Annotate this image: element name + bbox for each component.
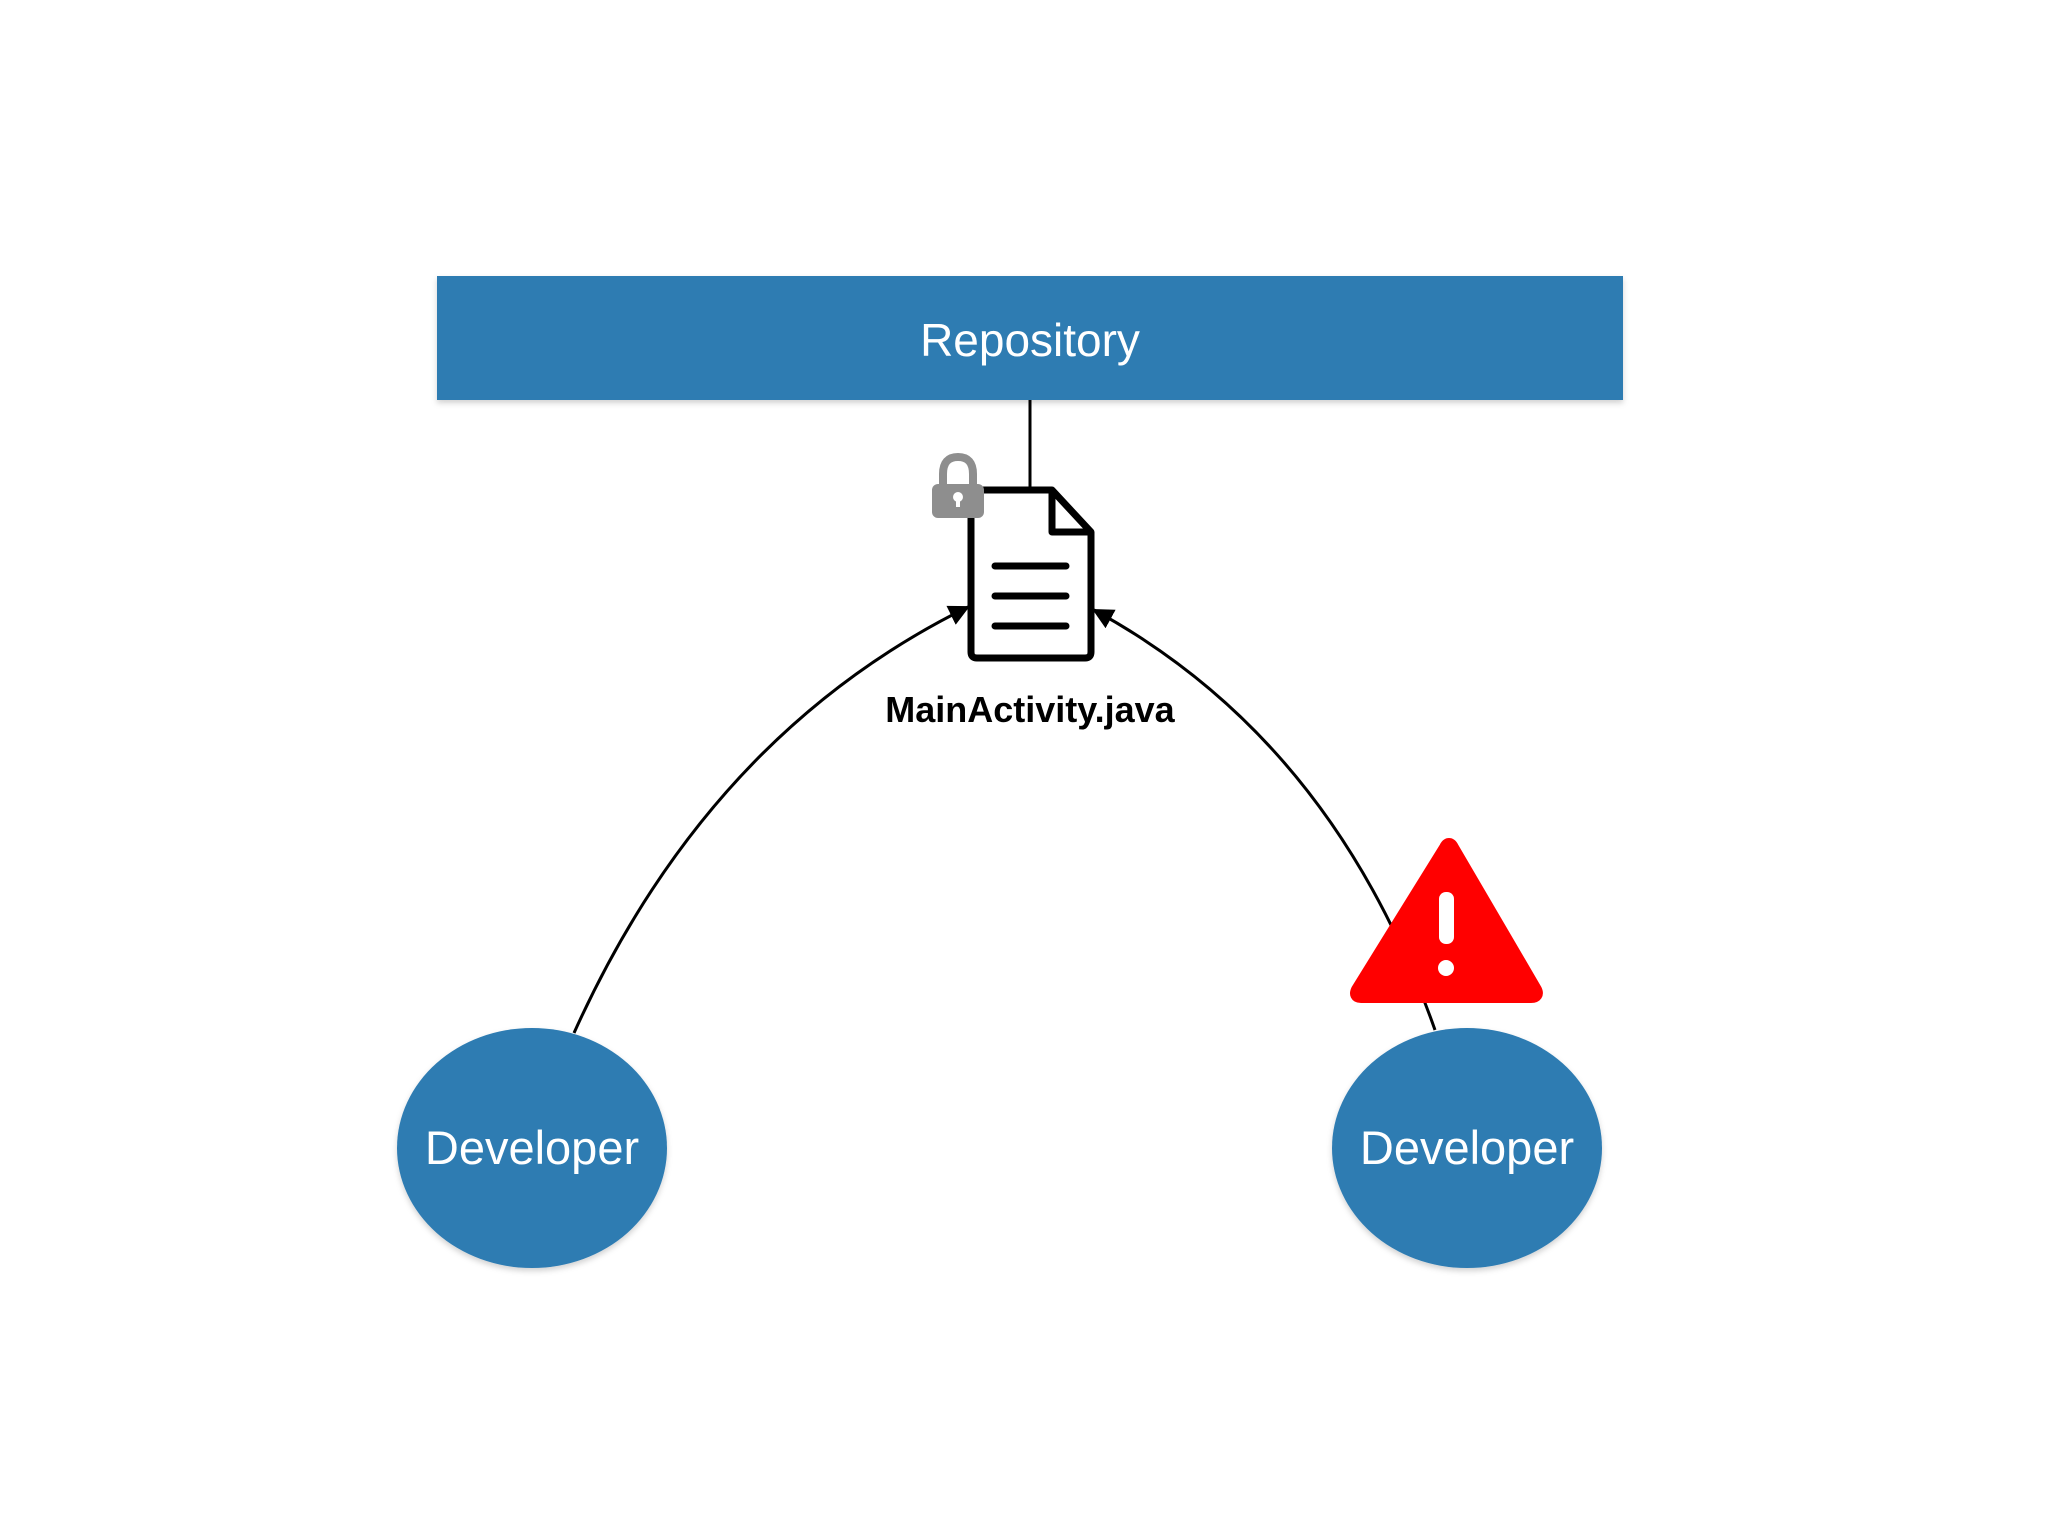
document-icon — [967, 486, 1095, 662]
developer-label-left: Developer — [425, 1121, 639, 1174]
left-developer-arrow — [572, 605, 970, 1034]
developer-circle-right — [1332, 1028, 1602, 1268]
developer-node-left: Developer — [397, 1028, 667, 1268]
repository-label: Repository — [920, 314, 1140, 366]
file-name-label: MainActivity.java — [885, 689, 1175, 730]
developer-node-right: Developer — [1332, 1028, 1602, 1268]
lock-icon — [932, 452, 984, 518]
repository-bar — [437, 276, 1623, 400]
developer-label-right: Developer — [1360, 1121, 1574, 1174]
repository-node: Repository — [437, 276, 1623, 400]
warning-icon — [1350, 838, 1543, 1003]
developer-circle-left — [397, 1028, 667, 1268]
